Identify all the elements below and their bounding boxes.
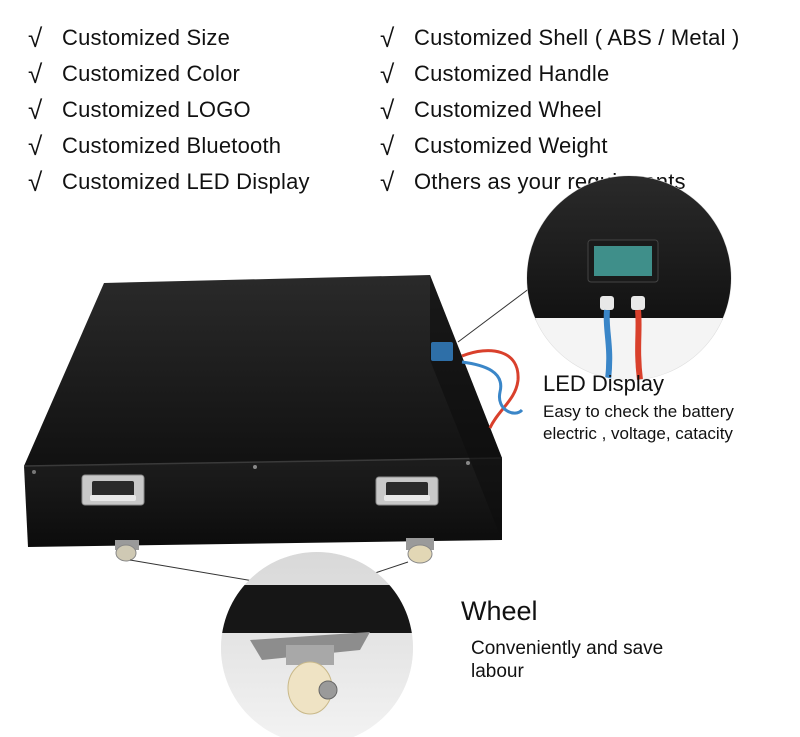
feature-label: Customized Weight	[414, 133, 608, 158]
box-led-display	[431, 342, 453, 361]
handle-left	[81, 474, 145, 506]
battery-top-face	[24, 275, 502, 466]
closeup-blue-wire	[603, 309, 613, 380]
feature-label: Customized Wheel	[414, 97, 602, 122]
wheel-right	[406, 538, 434, 564]
check-icon: √	[28, 23, 43, 54]
check-icon: √	[28, 59, 43, 90]
red-wire	[461, 349, 520, 429]
feature-item: √ Customized Weight	[380, 128, 740, 164]
feature-list: √ Customized Size √ Customized Color √ Cust…	[0, 0, 800, 200]
led-display-description: Easy to check the battery electric , vol…	[543, 401, 793, 445]
led-display-title: LED Display	[543, 371, 665, 396]
handle-right	[375, 476, 439, 506]
wheel-closeup	[221, 552, 413, 737]
feature-label: Customized Bluetooth	[62, 133, 282, 158]
feature-column-right: √ Customized Shell ( ABS / Metal ) √ Custo…	[380, 20, 740, 200]
check-icon: √	[28, 95, 43, 126]
feature-label: Customized Handle	[414, 61, 610, 86]
feature-item: √ Customized Wheel	[380, 92, 740, 128]
screw	[466, 461, 470, 465]
led-description-line: Easy to check the battery	[543, 402, 734, 421]
blue-wire	[461, 360, 524, 415]
check-icon: √	[380, 59, 395, 90]
led-screen	[594, 246, 652, 276]
feature-item: √ Customized LED Display	[28, 164, 310, 200]
check-icon: √	[380, 23, 395, 54]
wheel-description: Conveniently and save labour	[471, 637, 731, 683]
led-closeup	[526, 175, 732, 381]
feature-label: Customized LOGO	[62, 97, 251, 122]
check-icon: √	[380, 131, 395, 162]
feature-label: Customized Color	[62, 61, 241, 86]
wheel-description-line: labour	[471, 661, 524, 682]
feature-label: Customized LED Display	[62, 169, 310, 194]
feature-item: √ Customized Shell ( ABS / Metal )	[380, 20, 740, 56]
feature-label: Customized Shell ( ABS / Metal )	[414, 25, 740, 50]
check-icon: √	[28, 167, 43, 198]
wheel-left	[115, 540, 139, 562]
wheel-description-line: Conveniently and save	[471, 638, 664, 659]
screw	[253, 465, 257, 469]
feature-item: √ Customized Color	[28, 56, 310, 92]
feature-item: √ Customized Bluetooth	[28, 128, 310, 164]
led-callout-line	[457, 287, 531, 343]
closeup-red-wire	[635, 309, 643, 380]
led-description-line: electric , voltage, catacity	[543, 424, 733, 443]
feature-column-left: √ Customized Size √ Customized Color √ Cust…	[28, 20, 310, 200]
feature-item: √ Customized Handle	[380, 56, 740, 92]
feature-label: Customized Size	[62, 25, 231, 50]
battery-box	[23, 275, 524, 564]
screw	[32, 470, 36, 474]
battery-side-face	[430, 275, 502, 540]
wheel-title: Wheel	[461, 596, 538, 626]
check-icon: √	[28, 131, 43, 162]
check-icon: √	[380, 167, 395, 198]
check-icon: √	[380, 95, 395, 126]
feature-item: √ Customized Size	[28, 20, 310, 56]
feature-item: √ Customized LOGO	[28, 92, 310, 128]
box-edge	[23, 457, 503, 467]
